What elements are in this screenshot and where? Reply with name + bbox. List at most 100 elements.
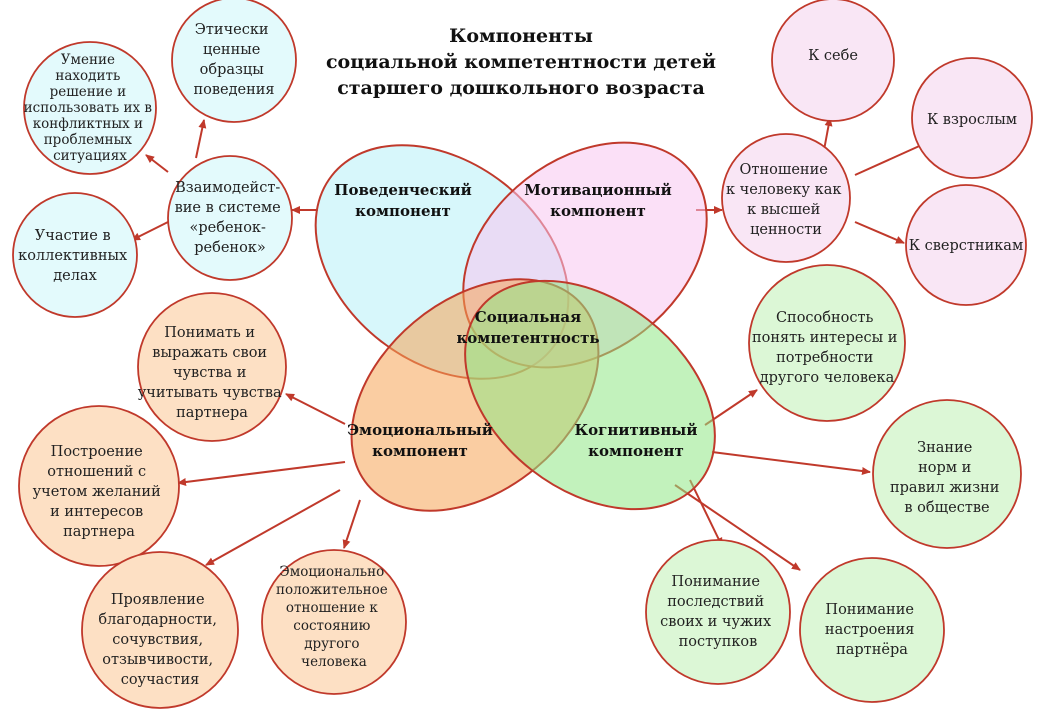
svg-text:Отношение к человеку к: Отношение к человеку как к высшей ценнос… (726, 162, 846, 238)
node-peers: К сверстникам (905, 184, 1027, 306)
arrow-to-self (823, 117, 833, 151)
node-mood-line-2: настроения (825, 622, 915, 638)
node-mood: Понимание настроения партнёра (799, 557, 945, 703)
arrow-to-ethical (195, 119, 207, 159)
node-attitude-line-2: к человеку как (726, 182, 842, 198)
arrow-to-gratitude (205, 489, 341, 566)
node-ethical-line-4: поведения (193, 82, 274, 98)
node-solutions-line-6: проблемных (44, 132, 133, 148)
arrow-to-consequences (689, 479, 723, 547)
node-interaction-line-1: Взаимодейст- (175, 180, 280, 196)
node-mood-line-1: Понимание (825, 602, 914, 618)
node-participation: Участие в коллективных делах (12, 192, 138, 318)
node-emotional-positive-line-5: другого (304, 636, 359, 652)
node-build-relations-line-2: отношений с (47, 464, 146, 480)
arrow-to-norms (711, 451, 871, 475)
svg-text:Проявление благодарнос: Проявление благодарности, сочувствия, от… (98, 592, 221, 688)
node-attitude-line-4: ценности (750, 222, 822, 238)
arrow-to-adults (854, 142, 927, 176)
node-attitude: Отношение к человеку как к высшей ценнос… (721, 133, 851, 263)
svg-text:Понимать и выражать св: Понимать и выражать свои чувства и учиты… (138, 325, 287, 421)
node-gratitude-line-1: Проявление (111, 592, 205, 608)
node-interaction-line-3: «ребенок- (189, 220, 266, 236)
node-emotional-positive-line-3: отношение к (286, 600, 379, 616)
node-consequences-line-1: Понимание (671, 574, 760, 590)
node-gratitude-line-2: благодарности, (98, 612, 217, 628)
node-build-relations: Построение отношений с учетом желаний и … (18, 405, 180, 567)
node-gratitude-line-5: соучастия (121, 672, 200, 688)
title-line-1: Компоненты (449, 25, 593, 47)
node-emotional-positive-line-6: человека (301, 654, 367, 670)
motivational-label-2: компонент (550, 202, 646, 220)
svg-text:Понимание настроения: Понимание настроения партнёра (825, 602, 919, 658)
node-norms-line-1: Знание (917, 440, 972, 456)
node-attitude-line-3: к высшей (747, 202, 820, 218)
node-emotional-positive: Эмоционально положительное отношение к с… (261, 549, 407, 695)
center-label-1: Социальная (475, 308, 581, 326)
svg-text:Этически ценные: Этически ценные образцы поведения (193, 22, 274, 98)
node-interests-line-2: понять интересы и (752, 330, 897, 346)
node-mood-line-3: партнёра (836, 642, 908, 658)
node-interests-line-3: потребности (776, 350, 873, 366)
svg-text:Знание норм и: Знание норм и правил жизни в обществе (890, 440, 1004, 516)
node-build-relations-line-3: учетом желаний (33, 484, 161, 500)
arrow-to-build-relations (177, 461, 346, 486)
node-consequences: Понимание последствий своих и чужих пост… (645, 539, 791, 685)
node-understand-feel-line-1: Понимать и (164, 325, 255, 341)
behavioral-label-2: компонент (355, 202, 451, 220)
node-understand-feel-line-3: чувства и (173, 365, 247, 381)
node-solutions-line-4: использовать их в (24, 100, 153, 116)
node-participation-line-1: Участие в (35, 228, 111, 244)
node-solutions-line-1: Умение (61, 52, 115, 68)
node-build-relations-line-1: Построение (51, 444, 143, 460)
node-understand-feel-line-2: выражать свои (152, 345, 267, 361)
svg-text:Участие в коллективных: Участие в коллективных делах (18, 228, 132, 284)
node-adults: К взрослым (911, 57, 1033, 179)
node-gratitude-line-4: отзывчивости, (102, 652, 213, 668)
satellite-nodes: Взаимодейст- вие в системе «ребенок- реб… (12, 0, 1033, 709)
node-build-relations-line-5: партнера (63, 524, 135, 540)
node-participation-line-3: делах (53, 268, 97, 284)
cognitive-label-2: компонент (588, 442, 684, 460)
component-labels: Поведенческий компонент Мотивационный ко… (334, 181, 697, 460)
svg-text:Способность понять инт: Способность понять интересы и потребност… (752, 310, 902, 386)
motivational-label-1: Мотивационный (524, 181, 672, 199)
node-norms-line-4: в обществе (904, 500, 989, 516)
node-interests-line-1: Способность (776, 310, 874, 326)
svg-text:Построение отношений с: Построение отношений с учетом желаний и … (33, 444, 166, 540)
node-ethical-line-1: Этически (195, 22, 269, 38)
node-norms-line-2: норм и (918, 460, 971, 476)
node-consequences-line-4: поступков (679, 634, 758, 650)
node-emotional-positive-line-1: Эмоционально (279, 564, 384, 580)
emotional-label-1: Эмоциональный (347, 421, 493, 439)
arrow-to-participation (131, 221, 169, 241)
cognitive-label-1: Когнитивный (575, 421, 698, 439)
node-understand-feel-line-5: партнера (176, 405, 248, 421)
node-adults-line-1: К взрослым (927, 112, 1017, 128)
node-self-line-1: К себе (808, 48, 858, 64)
node-ethical-line-2: ценные (203, 42, 260, 58)
node-understand-feel-line-4: учитывать чувства (138, 385, 282, 401)
emotional-label-2: компонент (372, 442, 468, 460)
center-label-2: компетентность (456, 329, 599, 347)
arrow-to-peers (854, 221, 905, 244)
component-ellipses (314, 141, 716, 512)
node-ethical-line-3: образцы (200, 62, 265, 78)
node-build-relations-line-4: и интересов (50, 504, 143, 520)
node-consequences-line-2: последствий (667, 594, 764, 610)
node-understand-feel: Понимать и выражать свои чувства и учиты… (137, 292, 287, 442)
node-gratitude-line-3: сочувствия, (112, 632, 203, 648)
svg-text:Эмоционально положител: Эмоционально положительное отношение к с… (276, 564, 392, 670)
svg-text:Понимание последствий: Понимание последствий своих и чужих пост… (660, 574, 776, 650)
node-interaction: Взаимодейст- вие в системе «ребенок- реб… (167, 155, 293, 281)
node-norms-line-3: правил жизни (890, 480, 999, 496)
node-solutions-line-2: находить (55, 68, 120, 84)
node-interests-line-4: другого человека (760, 370, 895, 386)
node-ethical: Этически ценные образцы поведения (171, 0, 297, 123)
svg-text:Умение находить: Умение находить решение и использовать и… (24, 52, 157, 164)
svg-text:Взаимодейст- вие в сис: Взаимодейст- вие в системе «ребенок- реб… (175, 180, 286, 256)
cognitive-ellipse (464, 279, 716, 511)
arrow-to-understand-feel (285, 393, 346, 425)
node-interests: Способность понять интересы и потребност… (748, 264, 906, 422)
